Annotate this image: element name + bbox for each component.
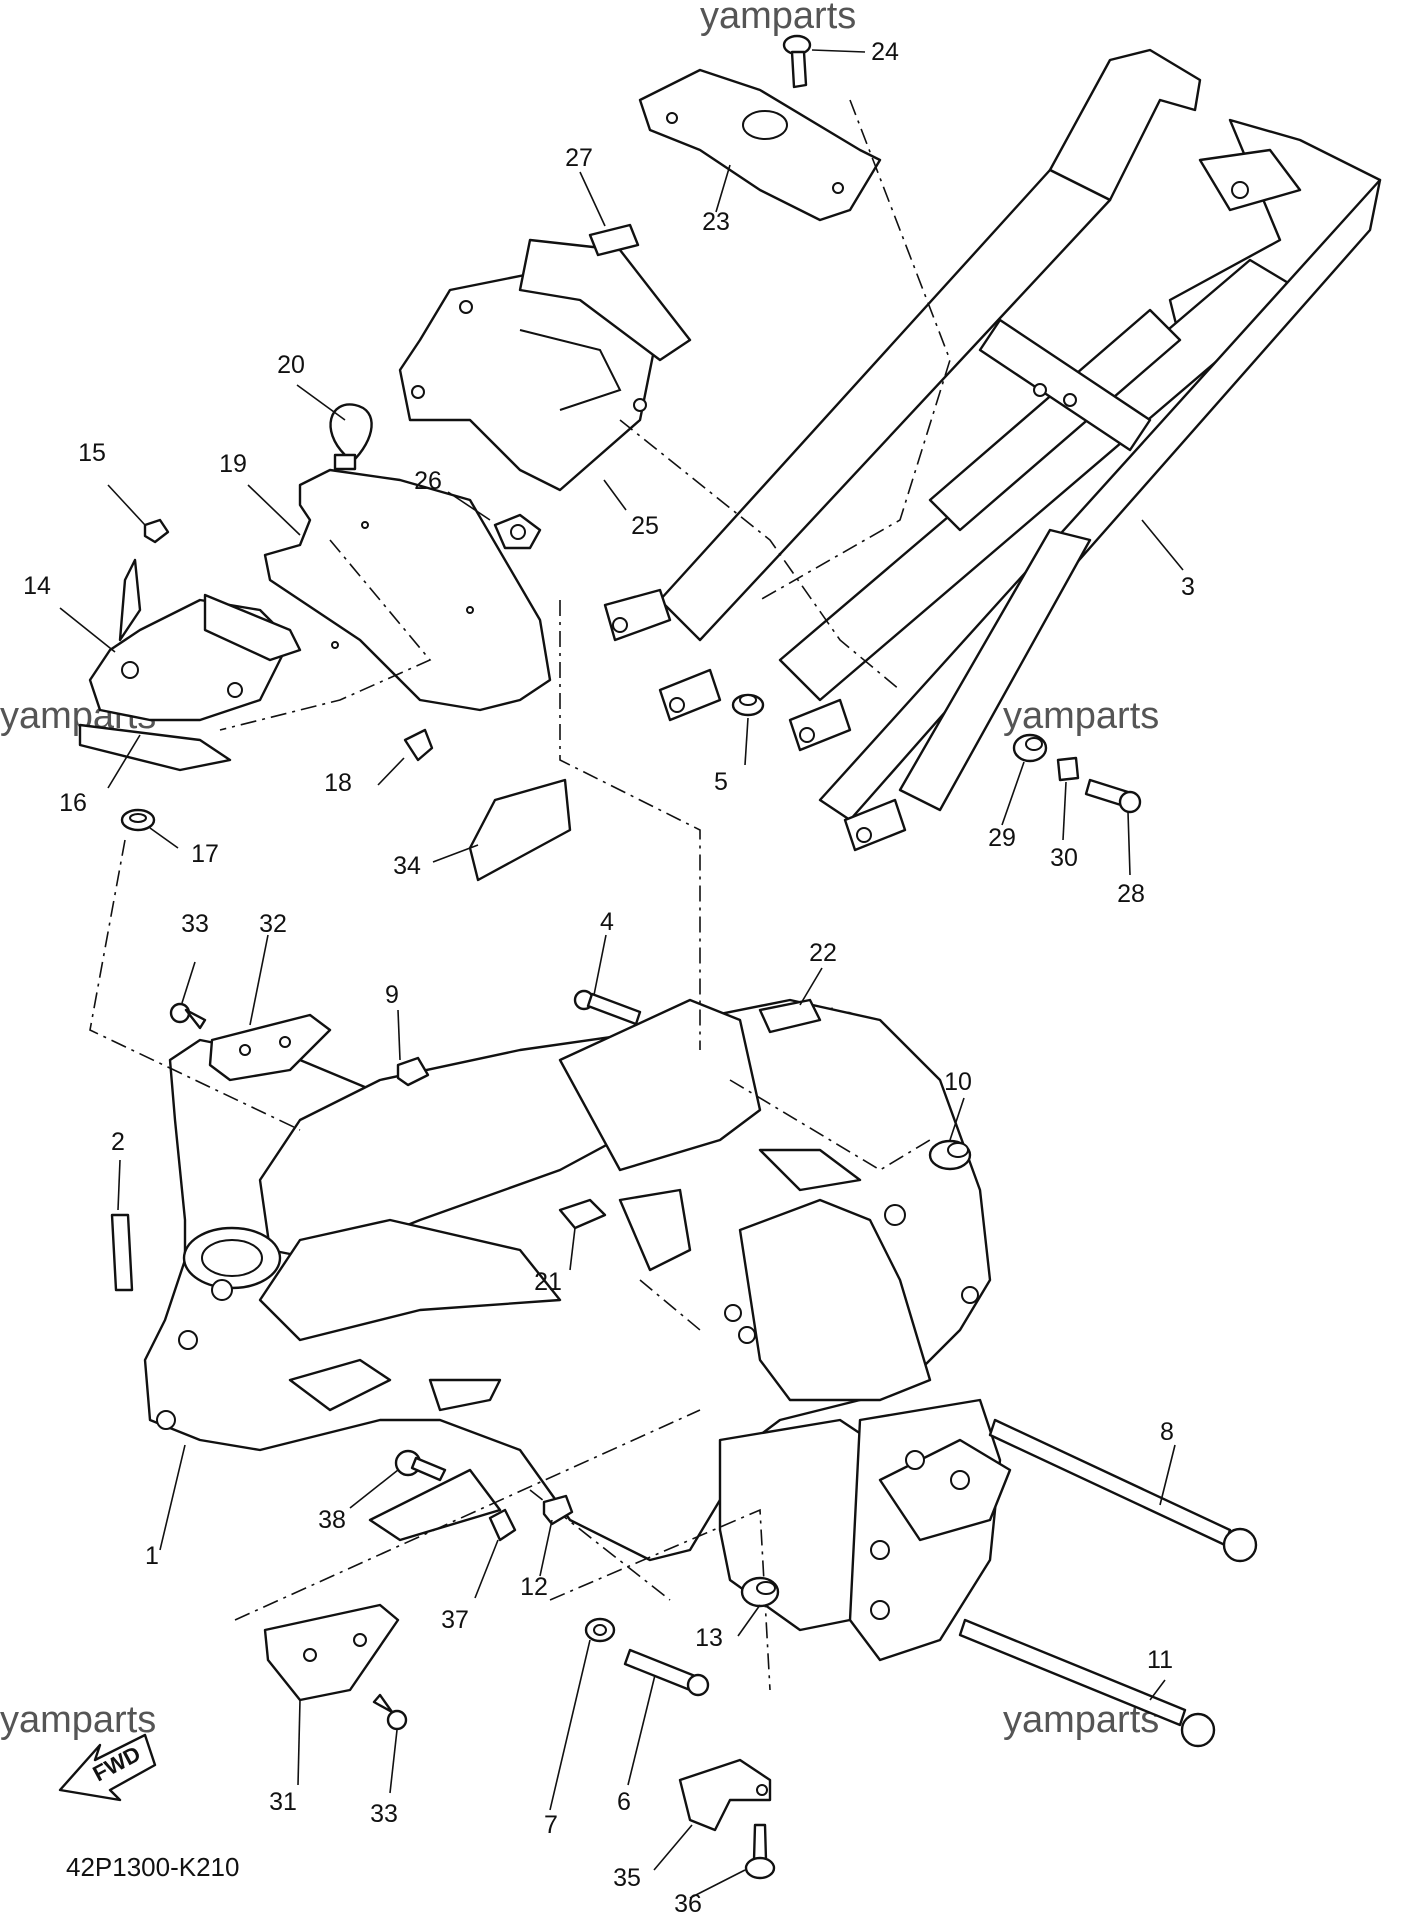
callout-11: 11 — [1147, 1646, 1173, 1674]
callout-20: 20 — [277, 351, 305, 379]
callout-1: 1 — [145, 1542, 159, 1570]
callout-33-upper: 33 — [181, 910, 209, 938]
part-21-holder — [558, 1198, 607, 1230]
part-22-holder — [758, 998, 822, 1034]
assembly-lines — [89, 99, 951, 1691]
part-6-bolt — [623, 1648, 710, 1697]
part-38-bolt — [394, 1449, 447, 1482]
callout-24: 24 — [871, 38, 899, 66]
part-11-bolt — [958, 1618, 1216, 1748]
part-15-nut — [143, 518, 170, 544]
callout-13: 13 — [695, 1624, 723, 1652]
watermark-bottom-left: yamparts — [0, 1699, 156, 1741]
part-9-nut — [396, 1056, 430, 1087]
callout-35: 35 — [613, 1864, 641, 1892]
rear-subframe — [603, 48, 1382, 852]
callout-16: 16 — [59, 789, 87, 817]
part-33-screw-upper — [169, 1002, 207, 1030]
part-35-bracket — [678, 1758, 772, 1832]
part-18-rivet — [403, 728, 434, 762]
part-32-plate — [208, 1013, 332, 1082]
part-24-bolt — [782, 34, 812, 89]
watermark-top: yamparts — [700, 0, 856, 37]
clamp — [493, 513, 542, 550]
callout-14: 14 — [23, 572, 51, 600]
part-31-plate — [263, 1603, 400, 1702]
callout-33-lower: 33 — [370, 1800, 398, 1828]
callout-numbers: 1 2 3 4 5 6 7 8 9 10 11 12 13 14 15 16 1… — [23, 38, 1195, 1912]
callout-29: 29 — [988, 824, 1016, 852]
callout-9: 9 — [385, 981, 399, 1009]
part-37-clip — [488, 1508, 517, 1542]
callout-27: 27 — [565, 144, 593, 172]
label-sticker — [588, 223, 640, 257]
callout-23: 23 — [702, 208, 730, 236]
callout-21: 21 — [534, 1268, 562, 1296]
part-30-collar — [1056, 756, 1080, 782]
diagram-code: 42P1300-K210 — [66, 1852, 239, 1882]
part-12-nut — [542, 1494, 574, 1526]
part-8-bolt — [988, 1418, 1258, 1563]
part-13-collar — [740, 1576, 780, 1608]
callout-8: 8 — [1160, 1418, 1174, 1446]
callout-6: 6 — [617, 1788, 631, 1816]
part-7-washer — [584, 1617, 616, 1643]
callout-30: 30 — [1050, 844, 1078, 872]
band — [329, 403, 373, 471]
seat-rail-bracket — [638, 68, 882, 222]
small-parts — [110, 34, 1258, 1880]
part-4-bolt — [573, 989, 642, 1026]
heat-protector — [263, 468, 552, 712]
callout-12: 12 — [520, 1573, 548, 1601]
bracket-assembly — [78, 558, 302, 772]
callout-36: 36 — [674, 1890, 702, 1912]
part-5-collar — [731, 693, 765, 717]
rear-tray — [398, 238, 692, 492]
part-36-bolt — [744, 1823, 776, 1880]
callout-32: 32 — [259, 910, 287, 938]
leader-lines — [59, 49, 1184, 1899]
part-28-bolt — [1084, 778, 1142, 814]
callout-18: 18 — [324, 769, 352, 797]
callout-26: 26 — [414, 467, 442, 495]
callout-17: 17 — [191, 840, 219, 868]
callout-34: 34 — [393, 852, 421, 880]
part-34-sheet — [468, 778, 572, 882]
part-29-collar — [1012, 733, 1048, 763]
part-33-screw-lower — [372, 1693, 408, 1731]
callout-4: 4 — [600, 908, 614, 936]
callout-15: 15 — [78, 439, 106, 467]
watermark-right: yamparts — [1003, 695, 1159, 737]
callout-7: 7 — [544, 1811, 558, 1839]
callout-10: 10 — [944, 1068, 972, 1096]
callout-2: 2 — [111, 1128, 125, 1156]
main-frame — [143, 998, 992, 1562]
callout-31: 31 — [269, 1788, 297, 1816]
callout-38: 38 — [318, 1506, 346, 1534]
callout-28: 28 — [1117, 880, 1145, 908]
callout-22: 22 — [809, 939, 837, 967]
part-17-grommet — [120, 808, 156, 832]
callout-37: 37 — [441, 1606, 469, 1634]
callout-3: 3 — [1181, 573, 1195, 601]
callout-19: 19 — [219, 450, 247, 478]
callout-5: 5 — [714, 768, 728, 796]
part-10-collar — [928, 1139, 972, 1171]
callout-25: 25 — [631, 512, 659, 540]
part-2-label — [110, 1213, 134, 1292]
fwd-arrow: FWD — [58, 1733, 157, 1802]
